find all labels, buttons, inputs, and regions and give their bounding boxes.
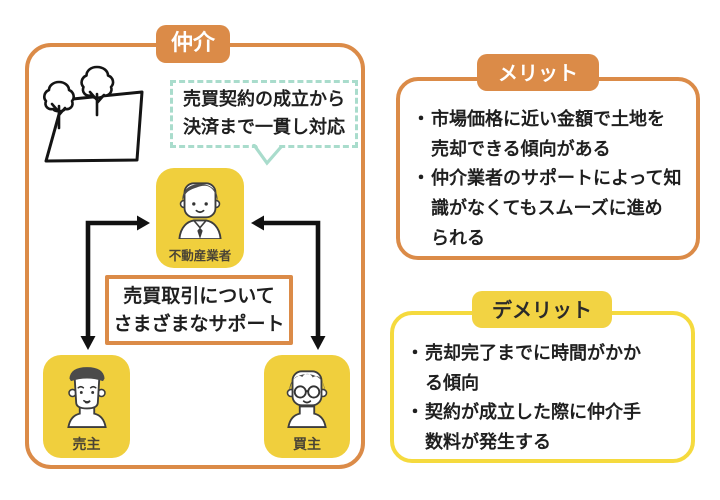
brokerage-title-badge: 仲介 [156, 25, 231, 63]
elderly-man-icon [66, 367, 107, 428]
bullet-marker: ・ [406, 343, 424, 364]
support-box-text: 売買取引について さまざまなサポート [113, 284, 285, 336]
demerit-badge: デメリット [472, 291, 612, 328]
demerit-item-text: 契約が成立した際に仲介手 数料が発生する [425, 402, 641, 454]
bullet-marker: ・ [406, 402, 424, 424]
speech-bubble-text: 売買契約の成立から 決済まで一貫し対応 [183, 89, 345, 138]
demerit-item-text: 売却完了までに時間がかか る傾向 [425, 343, 641, 394]
man-with-glasses-icon [286, 370, 328, 428]
merit-item: ・ 仲介業者のサポートによって知 識がなくてもスムーズに進め られる [412, 164, 692, 253]
demerit-item: ・ 契約が成立した際に仲介手 数料が発生する [406, 398, 687, 457]
bullet-marker: ・ [412, 109, 430, 130]
demerit-box: ・ 売却完了までに時間がかか る傾向 ・ 契約が成立した際に仲介手 数料が発生す… [390, 311, 695, 463]
agent-card: 不動産業者 [156, 168, 244, 268]
businessman-icon [178, 182, 222, 239]
two-way-arrows-icon [80, 215, 326, 350]
merit-item: ・ 市場価格に近い金額で土地を 売却できる傾向がある [412, 105, 692, 164]
buyer-label: 買主 [293, 437, 321, 453]
support-box: 売買取引について さまざまなサポート [105, 275, 293, 345]
seller-label: 売主 [72, 437, 101, 453]
merit-item-text: 市場価格に近い金額で土地を 売却できる傾向がある [431, 109, 665, 160]
merit-box: ・ 市場価格に近い金額で土地を 売却できる傾向がある ・ 仲介業者のサポートによ… [396, 77, 700, 260]
merit-item-text: 仲介業者のサポートによって知 識がなくてもスムーズに進め られる [431, 168, 682, 249]
agent-label: 不動産業者 [168, 247, 232, 263]
speech-bubble: 売買契約の成立から 決済まで一貫し対応 [170, 80, 358, 148]
seller-card: 売主 [43, 355, 130, 458]
speech-bubble-tail-icon [252, 144, 283, 166]
bullet-marker: ・ [412, 168, 430, 190]
demerit-item: ・ 売却完了までに時間がかか る傾向 [406, 339, 687, 398]
land-with-trees-icon [43, 65, 144, 163]
merit-badge: メリット [477, 54, 599, 91]
buyer-card: 買主 [264, 355, 350, 458]
